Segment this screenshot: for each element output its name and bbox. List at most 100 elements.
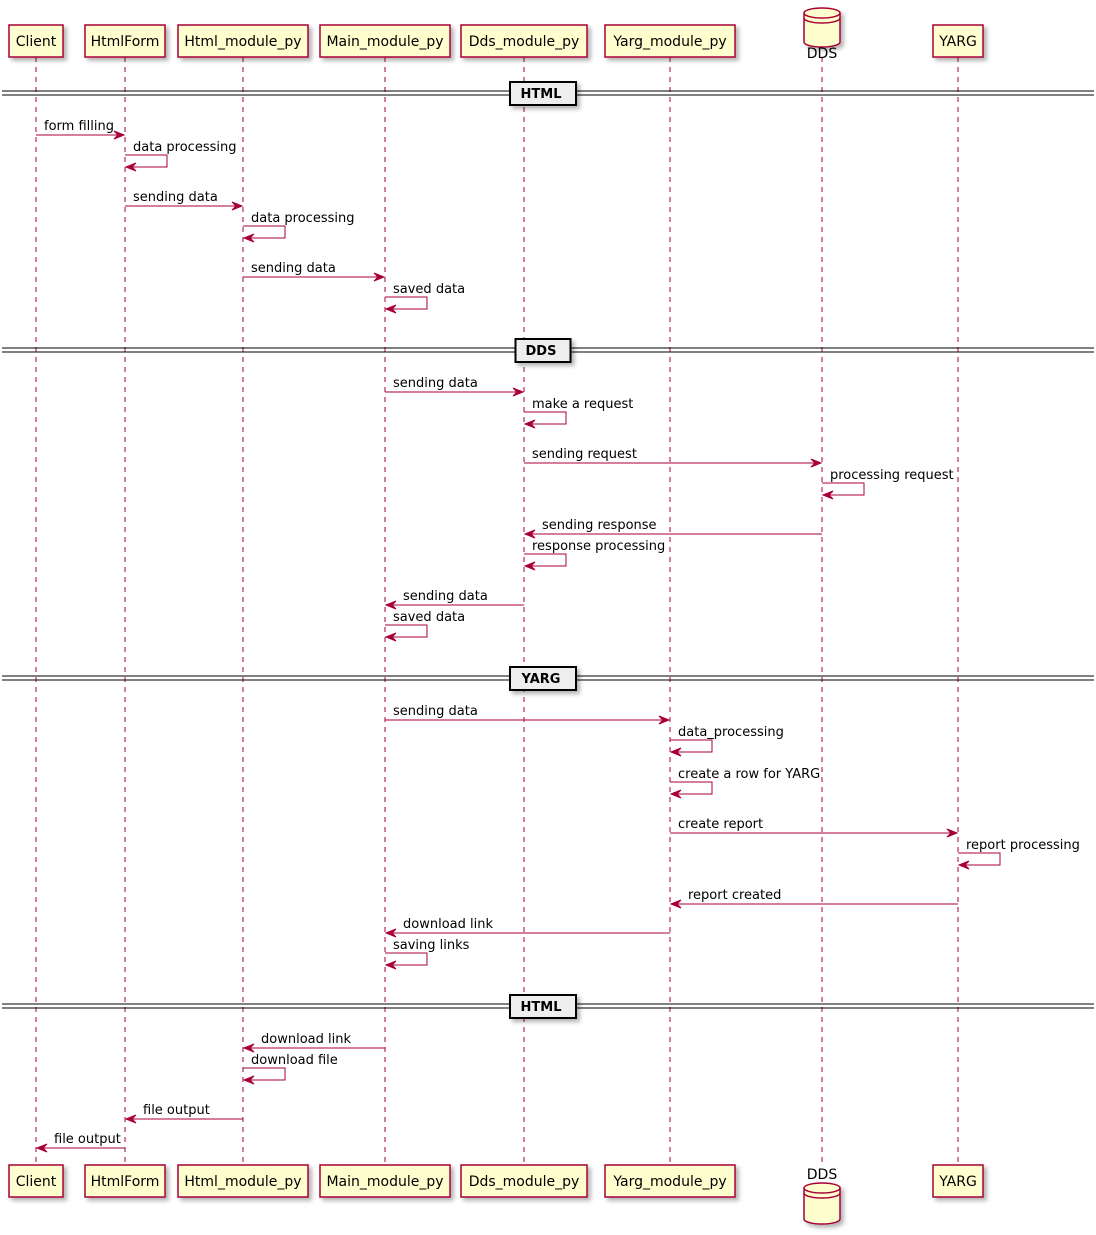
arrowhead xyxy=(384,632,397,642)
arrowhead xyxy=(669,747,682,757)
participant-dds_module-top: Dds_module_py xyxy=(460,24,588,58)
participant-label: YARG xyxy=(938,34,977,50)
message-label: file output xyxy=(143,1103,210,1118)
message-arrow: download link xyxy=(242,1032,385,1053)
participant-htmlform-bottom: HtmlForm xyxy=(84,1164,166,1198)
message-arrow: response processing xyxy=(523,539,665,571)
message-label: make a request xyxy=(532,397,633,412)
participant-label: Client xyxy=(16,1174,57,1190)
messages: form filling data processing sending data d… xyxy=(35,119,1080,1153)
divider-yarg: YARG xyxy=(2,666,1094,691)
participant-label: Yarg_module_py xyxy=(612,1174,726,1190)
participant-box xyxy=(932,24,984,58)
message-label: report created xyxy=(688,888,781,903)
divider-label: HTML xyxy=(521,87,562,102)
participant-box xyxy=(604,24,736,58)
lifelines xyxy=(35,57,959,1165)
message-label: sending data xyxy=(393,376,478,391)
message-label: report processing xyxy=(966,838,1080,853)
arrowhead xyxy=(124,162,137,172)
message-label: saving links xyxy=(393,938,470,953)
arrowhead xyxy=(231,201,244,211)
arrowhead xyxy=(124,1114,137,1124)
divider-label: HTML xyxy=(521,1000,562,1015)
message-arrow: sending data xyxy=(243,261,386,282)
participant-label: Client xyxy=(16,34,57,50)
message-arrow: sending data xyxy=(385,376,525,397)
arrowhead xyxy=(957,860,970,870)
participant-client-bottom: Client xyxy=(8,1164,64,1198)
participant-dds_module-bottom: Dds_module_py xyxy=(460,1164,588,1198)
participant-box xyxy=(84,1164,166,1198)
participant-yarg-top: YARG xyxy=(932,24,984,58)
message-label: sending data xyxy=(393,704,478,719)
message-arrow: report created xyxy=(669,888,958,909)
arrowhead xyxy=(810,458,823,468)
participant-dds-bottom: DDS xyxy=(803,1167,841,1225)
participant-box xyxy=(319,24,451,58)
message-arrow: data processing xyxy=(124,140,236,172)
arrowhead xyxy=(242,1075,255,1085)
message-label: create report xyxy=(678,817,763,832)
arrowhead xyxy=(242,1043,255,1053)
message-arrow: report processing xyxy=(957,838,1080,870)
message-arrow: create a row for YARG xyxy=(669,767,820,799)
arrowhead xyxy=(35,1143,48,1153)
message-label: sending data xyxy=(403,589,488,604)
message-label: data processing xyxy=(133,140,236,155)
participant-box xyxy=(84,24,166,58)
message-label: data_processing xyxy=(678,725,784,740)
message-arrow: sending data xyxy=(384,589,524,610)
arrowhead xyxy=(669,789,682,799)
arrowhead xyxy=(384,600,397,610)
message-label: download link xyxy=(261,1032,351,1047)
arrowhead xyxy=(523,419,536,429)
participant-label: Dds_module_py xyxy=(469,1174,580,1190)
participant-yarg-bottom: YARG xyxy=(932,1164,984,1198)
participant-label: Yarg_module_py xyxy=(612,34,726,50)
message-label: sending data xyxy=(251,261,336,276)
participant-label: Html_module_py xyxy=(184,1174,301,1190)
divider-html: HTML xyxy=(2,81,1094,106)
message-label: sending response xyxy=(542,518,657,533)
message-arrow: download file xyxy=(242,1053,338,1085)
participant-box xyxy=(460,1164,588,1198)
message-arrow: form filling xyxy=(36,119,126,140)
divider-box xyxy=(509,994,577,1019)
participant-label: DDS xyxy=(807,46,838,62)
arrowhead xyxy=(669,899,682,909)
arrowhead xyxy=(523,561,536,571)
arrowhead xyxy=(113,130,126,140)
database-icon xyxy=(803,1182,841,1225)
message-arrow: sending data xyxy=(125,190,244,211)
divider-label: YARG xyxy=(521,672,561,687)
message-arrow: data_processing xyxy=(669,725,784,757)
database-icon xyxy=(803,7,841,48)
participant-label: Html_module_py xyxy=(184,34,301,50)
message-arrow: download link xyxy=(384,917,670,938)
arrowhead xyxy=(658,715,671,725)
message-label: saved data xyxy=(393,610,465,625)
participant-box xyxy=(319,1164,451,1198)
arrowhead xyxy=(512,387,525,397)
message-arrow: saved data xyxy=(384,282,465,314)
message-label: download file xyxy=(251,1053,338,1068)
participant-box xyxy=(177,24,309,58)
section-dividers: HTML DDS YARG HTML xyxy=(2,81,1094,1019)
participant-box xyxy=(460,24,588,58)
message-arrow: sending request xyxy=(524,447,823,468)
arrowhead xyxy=(946,828,959,838)
message-label: response processing xyxy=(532,539,665,554)
message-arrow: file output xyxy=(124,1103,243,1124)
divider-label: DDS xyxy=(526,344,557,359)
arrowhead xyxy=(384,960,397,970)
arrowhead xyxy=(242,233,255,243)
divider-dds: DDS xyxy=(2,338,1094,363)
participant-box xyxy=(604,1164,736,1198)
participant-box xyxy=(8,1164,64,1198)
participant-html_module-bottom: Html_module_py xyxy=(177,1164,309,1198)
participant-box xyxy=(932,1164,984,1198)
message-label: download link xyxy=(403,917,493,932)
participant-htmlform-top: HtmlForm xyxy=(84,24,166,58)
message-label: sending request xyxy=(532,447,637,462)
